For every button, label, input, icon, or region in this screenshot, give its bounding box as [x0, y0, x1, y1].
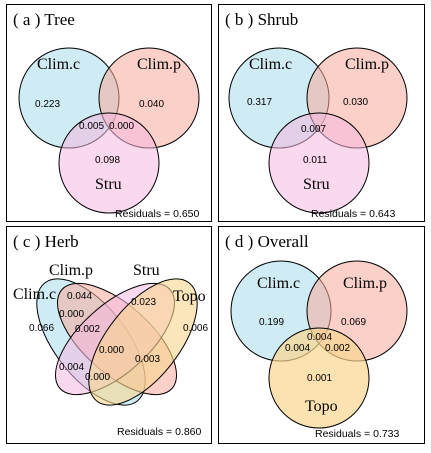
label-stru: Stru [133, 262, 160, 279]
venn-shrub: ( b ) Shrub Clim.c Clim.p Stru 0.317 0.0… [225, 10, 408, 220]
panel-herb: ( c ) Herb Clim.c Clim.p Stru Topo 0.066… [6, 226, 212, 444]
panel-tree: ( a ) Tree Clim.c Clim.p Stru 0.223 0.04… [6, 4, 212, 222]
residuals-label: Residuals = 0.733 [315, 428, 400, 440]
venn-herb: ( c ) Herb Clim.c Clim.p Stru Topo 0.066… [13, 232, 208, 438]
value-stru-only: 0.023 [131, 297, 156, 308]
value-clim-p-topo: 0.002 [325, 343, 350, 354]
value-center: 0.007 [301, 124, 326, 135]
label-clim-c: Clim.c [257, 275, 300, 292]
value-clim-c-stru: 0.005 [79, 121, 104, 132]
value-clim-c-stru: 0.004 [59, 362, 84, 373]
label-topo: Topo [305, 398, 338, 415]
panel-title: ( b ) Shrub [225, 10, 298, 29]
residuals-label: Residuals = 0.860 [117, 426, 202, 438]
venn-ellipse-topo [88, 278, 198, 406]
label-topo: Topo [173, 288, 206, 305]
venn-overall: ( d ) Overall Clim.c Clim.p Topo 0.199 0… [225, 232, 408, 440]
label-clim-c: Clim.c [13, 286, 56, 303]
panel-title: ( c ) Herb [13, 232, 79, 251]
value-clim-c-only: 0.317 [247, 97, 272, 108]
value-top-center: 0.004 [307, 332, 332, 343]
value-topo-only: 0.006 [183, 323, 208, 334]
panel-overall: ( d ) Overall Clim.c Clim.p Topo 0.199 0… [218, 226, 425, 444]
panel-shrub: ( b ) Shrub Clim.c Clim.p Stru 0.317 0.0… [218, 4, 425, 222]
label-stru: Stru [95, 176, 122, 193]
panel-title: ( a ) Tree [13, 10, 75, 29]
panel-title: ( d ) Overall [225, 232, 309, 251]
value-clim-c-only: 0.066 [29, 323, 54, 334]
value-clim-c-clim-p-stru: 0.002 [75, 324, 100, 335]
label-clim-c: Clim.c [249, 56, 292, 73]
value-clim-c-only: 0.199 [259, 317, 284, 328]
value-lower: 0.000 [85, 372, 110, 383]
value-clim-c-clim-p: 0.000 [59, 309, 84, 320]
value-clim-c-topo: 0.004 [285, 343, 310, 354]
value-stru-topo: 0.003 [135, 354, 160, 365]
label-clim-p: Clim.p [137, 56, 181, 73]
value-center: 0.000 [99, 345, 124, 356]
value-clim-c-only: 0.223 [35, 99, 60, 110]
label-clim-c: Clim.c [37, 56, 80, 73]
value-clim-p-only: 0.030 [343, 97, 368, 108]
label-clim-p: Clim.p [345, 56, 389, 73]
residuals-label: Residuals = 0.650 [115, 208, 200, 220]
value-topo-only: 0.001 [307, 373, 332, 384]
value-stru-only: 0.098 [95, 155, 120, 166]
label-clim-p: Clim.p [343, 275, 387, 292]
value-clim-p-only: 0.040 [139, 99, 164, 110]
value-clim-p-only: 0.044 [67, 291, 92, 302]
venn-tree: ( a ) Tree Clim.c Clim.p Stru 0.223 0.04… [13, 10, 200, 220]
venn-circle-topo [268, 327, 370, 429]
label-clim-p: Clim.p [49, 262, 93, 279]
value-stru-only: 0.011 [303, 155, 328, 166]
label-stru: Stru [303, 176, 330, 193]
value-clim-p-stru: 0.000 [109, 121, 134, 132]
value-clim-p-only: 0.069 [341, 317, 366, 328]
residuals-label: Residuals = 0.643 [311, 208, 396, 220]
venn-circle-stru [58, 112, 160, 214]
venn-circle-stru [268, 112, 370, 214]
